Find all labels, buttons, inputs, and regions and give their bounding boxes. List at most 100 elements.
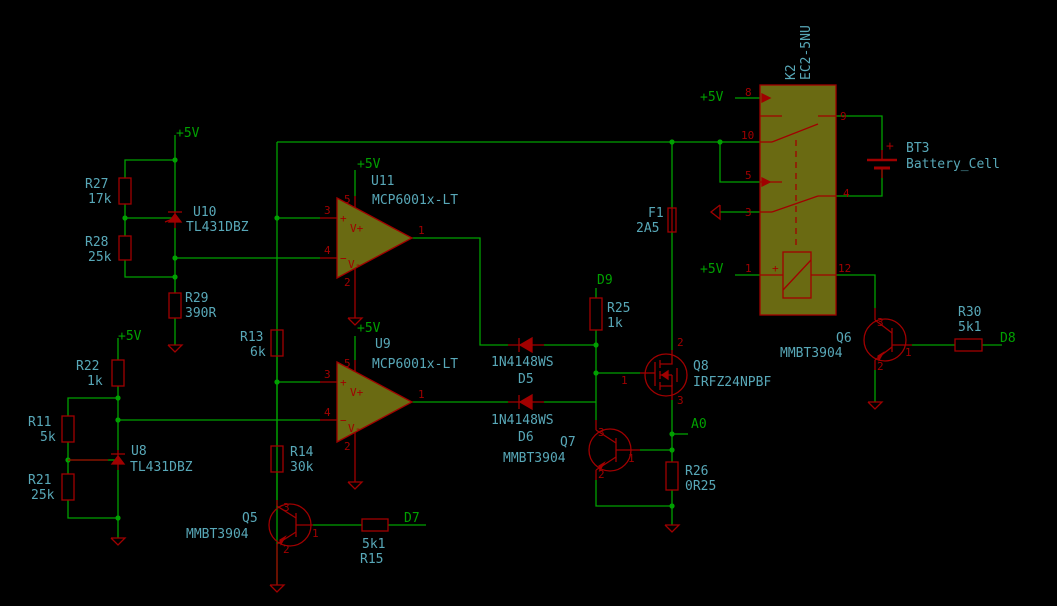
q7-ref: Q7: [560, 435, 576, 450]
k2-coil-plus: +: [772, 262, 779, 275]
pin-numbers: 3 4 1 5 2 V+ V- + − 3 4 1 5 2 V+ V- + − …: [283, 86, 912, 556]
r29-val: 390R: [185, 306, 216, 321]
r15-val: 5k1: [362, 537, 385, 552]
r30-val: 5k1: [958, 320, 981, 335]
u11-symbol: [320, 196, 414, 300]
r14-val: 30k: [290, 460, 314, 475]
r30-ref: R30: [958, 305, 981, 320]
component-labels: R27 17k R28 25k R29 390R U10 TL431DBZ U1…: [28, 25, 1000, 567]
p5v-u10: +5V: [176, 126, 200, 141]
u9-plus: +: [340, 376, 347, 389]
q6-pin1: 1: [905, 346, 912, 359]
q6-pin3: 3: [877, 316, 884, 329]
net-d7: D7: [404, 511, 420, 526]
q8-val: IRFZ24NPBF: [693, 375, 771, 390]
p5v-u11: +5V: [357, 157, 381, 172]
d5-val: 1N4148WS: [491, 355, 554, 370]
resistors: [61, 177, 983, 532]
p5v-k2-1: +5V: [700, 262, 724, 277]
u11-vplus: V+: [350, 222, 364, 235]
r25-ref: R25: [607, 301, 630, 316]
k2-pin8: 8: [745, 86, 752, 99]
r26-body: [665, 461, 679, 491]
r14-body: [270, 445, 284, 473]
k2-pin3: 3: [745, 206, 752, 219]
d5-symbol: [508, 336, 544, 354]
q8-pin1: 1: [621, 374, 628, 387]
r15-body: [361, 518, 389, 532]
k2-val: EC2-5NU: [799, 25, 814, 80]
u11-pin5: 5: [344, 193, 351, 206]
r21-body: [61, 473, 75, 501]
u9-val: MCP6001x-LT: [372, 357, 458, 372]
bt3-val: Battery_Cell: [906, 157, 1000, 172]
d5-ref: D5: [518, 372, 534, 387]
k2-pin4: 4: [843, 187, 850, 200]
u9-pin5: 5: [344, 357, 351, 370]
q7-val: MMBT3904: [503, 451, 566, 466]
k2-symbol: [759, 84, 837, 316]
r30-body: [954, 338, 983, 352]
net-a0: A0: [691, 417, 707, 432]
u9-vplus: V+: [350, 386, 364, 399]
wires: [67, 97, 1002, 585]
r13-body: [270, 329, 284, 357]
q5-val: MMBT3904: [186, 527, 249, 542]
d6-val: 1N4148WS: [491, 413, 554, 428]
q8-pin2: 2: [677, 336, 684, 349]
u10-ref: U10: [193, 205, 216, 220]
r21-ref: R21: [28, 473, 51, 488]
r28-val: 25k: [88, 250, 112, 265]
u11-val: MCP6001x-LT: [372, 193, 458, 208]
u11-pin2: 2: [344, 276, 351, 289]
u11-pin3: 3: [324, 204, 331, 217]
r22-val: 1k: [87, 374, 103, 389]
q5-pin2: 2: [283, 543, 290, 556]
q5-pin3: 3: [283, 501, 290, 514]
r21-val: 25k: [31, 488, 55, 503]
r29-ref: R29: [185, 291, 208, 306]
k2-pin9: 9: [840, 110, 847, 123]
k2-pin5: 5: [745, 169, 752, 182]
q7-pin1: 1: [628, 452, 635, 465]
bt3-plus: +: [886, 139, 894, 154]
u10-val: TL431DBZ: [186, 220, 249, 235]
r29-body: [168, 292, 182, 319]
r13-ref: R13: [240, 330, 263, 345]
q8-pin3: 3: [677, 394, 684, 407]
u9-ref: U9: [375, 337, 391, 352]
q5-ref: Q5: [242, 511, 258, 526]
u11-pin4: 4: [324, 244, 331, 257]
power-stubs: [117, 135, 356, 360]
u9-symbol: [320, 360, 414, 464]
p5v-u9: +5V: [357, 321, 381, 336]
k2-pin1: 1: [745, 262, 752, 275]
r25-val: 1k: [607, 316, 623, 331]
u11-vminus: V-: [348, 258, 361, 271]
f1-val: 2A5: [636, 221, 659, 236]
k2-ref: K2: [784, 64, 799, 80]
net-d9: D9: [597, 273, 613, 288]
q6-symbol: [863, 308, 912, 370]
q7-symbol: [588, 420, 640, 480]
d6-ref: D6: [518, 430, 534, 445]
bt3-symbol: [867, 150, 897, 178]
r27-ref: R27: [85, 177, 108, 192]
u9-pin2: 2: [344, 440, 351, 453]
u9-pin4: 4: [324, 406, 331, 419]
u10-symbol: [164, 211, 183, 228]
q6-val: MMBT3904: [780, 346, 843, 361]
u8-symbol: [68, 450, 126, 470]
u11-plus: +: [340, 212, 347, 225]
k2-pin10: 10: [741, 129, 754, 142]
r22-body: [111, 359, 125, 387]
d6-symbol: [508, 393, 544, 411]
q7-pin2: 2: [598, 468, 605, 481]
r11-val: 5k: [40, 430, 56, 445]
r13-val: 6k: [250, 345, 266, 360]
u9-vminus: V-: [348, 422, 361, 435]
p5v-u8: +5V: [118, 329, 142, 344]
r28-body: [118, 235, 132, 261]
bt3-ref: BT3: [906, 141, 929, 156]
